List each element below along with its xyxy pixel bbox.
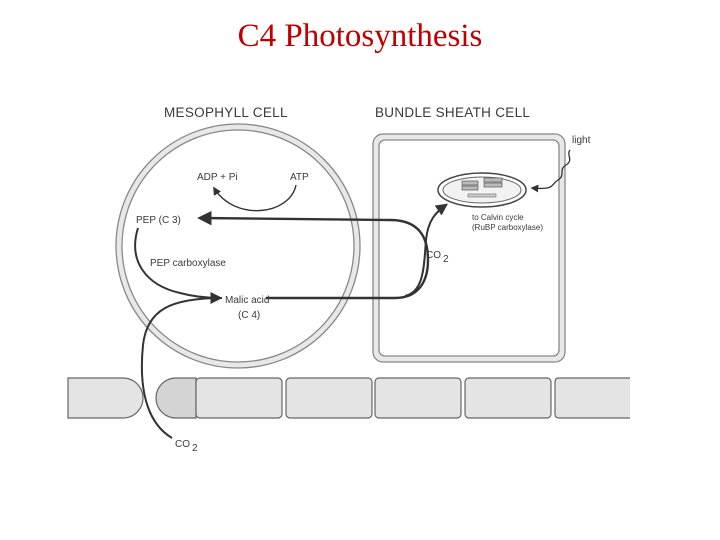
cell-row-segment — [554, 377, 630, 419]
rubp-carboxylase-label: (RuBP carboxylase) — [472, 223, 543, 232]
atp-label: ATP — [290, 172, 309, 183]
cell-row-segment — [195, 377, 283, 419]
cell-row-segment — [464, 377, 552, 419]
co2-uptake-arrow — [140, 297, 223, 439]
atp-cycle-arrow — [213, 184, 297, 212]
mesophyll-cell-inner — [121, 129, 355, 363]
co2-atmosphere-main: CO — [175, 439, 190, 450]
cell-row-segment — [285, 377, 373, 419]
cell-row — [67, 377, 630, 419]
bundle-sheath-cell-inner — [378, 139, 560, 357]
light-arrow — [530, 149, 571, 193]
bundle-sheath-cell-label: BUNDLE SHEATH CELL — [375, 105, 530, 120]
calvin-cycle-label: to Calvin cycle — [472, 213, 524, 222]
cell-row-segment — [155, 377, 197, 419]
pep-label: PEP (C 3) — [136, 215, 181, 226]
slide-title: C4 Photosynthesis — [237, 18, 483, 54]
chloroplast — [437, 172, 527, 208]
co2-bundle-sub: 2 — [443, 254, 449, 265]
pep-carboxylase-label: PEP carboxylase — [150, 258, 226, 269]
light-label: light — [572, 135, 591, 146]
adp-pi-label: ADP + Pi — [197, 172, 238, 183]
cell-row-segment — [374, 377, 462, 419]
cell-row-segment — [67, 377, 144, 419]
co2-bundle-main: CO — [426, 250, 441, 261]
co2-release-arrow — [404, 203, 448, 297]
mesophyll-cell-label: MESOPHYLL CELL — [164, 105, 288, 120]
malic-acid-label: Malic acid — [225, 295, 269, 306]
malic-acid-carbons-label: (C 4) — [238, 310, 260, 321]
co2-atmosphere-sub: 2 — [192, 443, 198, 454]
